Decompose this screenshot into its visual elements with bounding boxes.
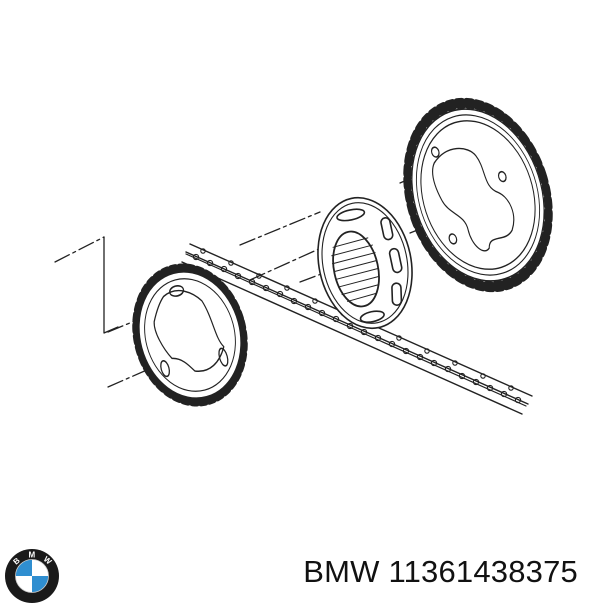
timing-chain-kit-illustration (54, 97, 553, 415)
small-sprocket (132, 263, 248, 407)
splined-hub (317, 196, 413, 330)
svg-text:M: M (29, 551, 36, 560)
large-sprocket (403, 97, 553, 293)
product-caption: BMW 11361438375 (303, 554, 578, 589)
svg-text:W: W (42, 555, 54, 567)
leader-line (103, 236, 119, 334)
bmw-logo-icon: B M W (5, 549, 59, 603)
svg-text:B: B (12, 556, 22, 567)
